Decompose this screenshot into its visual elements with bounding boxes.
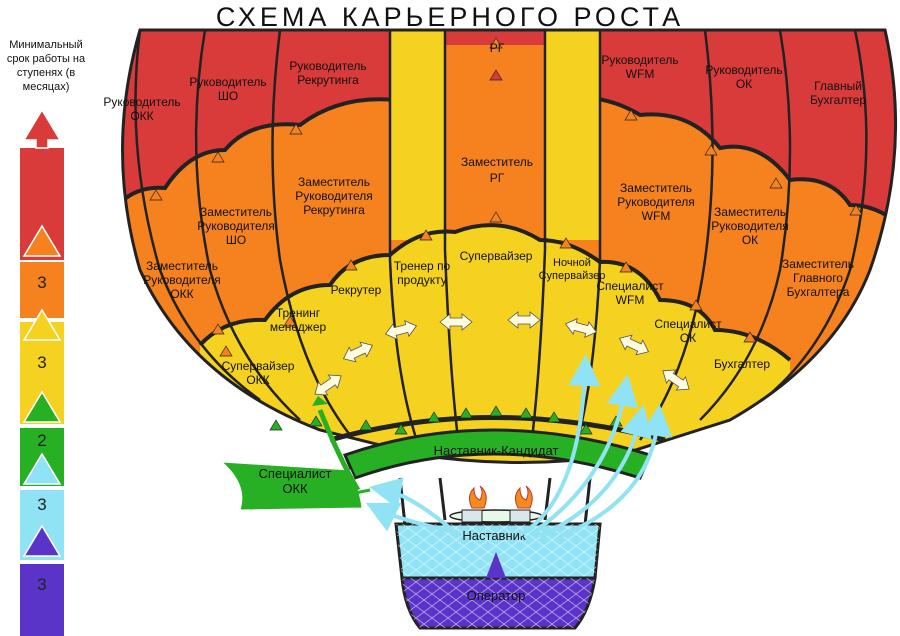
promotion-arrows (149, 37, 863, 357)
mentor-growth-arrows (365, 354, 673, 538)
legend-caption: Минимальный срок работы на ступенях (в м… (6, 39, 86, 93)
legend-bar: 3 3 2 3 3 (20, 108, 64, 636)
role-accountant: Бухгалтер (714, 357, 770, 371)
legend-value-orange: 3 (37, 273, 46, 292)
role-rg: РГ (490, 41, 505, 55)
role-operator: Оператор (467, 588, 526, 603)
role-supervisor: Супервайзер (460, 249, 533, 263)
legend-value-yellow: 3 (37, 353, 46, 372)
role-mentor-candidate: Наставник-Кандидат (434, 443, 559, 458)
legend-value-lightblue: 3 (37, 495, 46, 514)
role-recruiter: Рекрутер (331, 283, 382, 297)
burner-icon (449, 485, 543, 523)
page-title: СХЕМА КАРЬЕРНОГО РОСТА (215, 2, 685, 32)
balloon-basket: Наставник Оператор (394, 477, 602, 630)
legend-value-purple: 3 (37, 575, 46, 594)
legend-value-green: 2 (37, 431, 46, 450)
role-mentor: Наставник (462, 528, 526, 543)
